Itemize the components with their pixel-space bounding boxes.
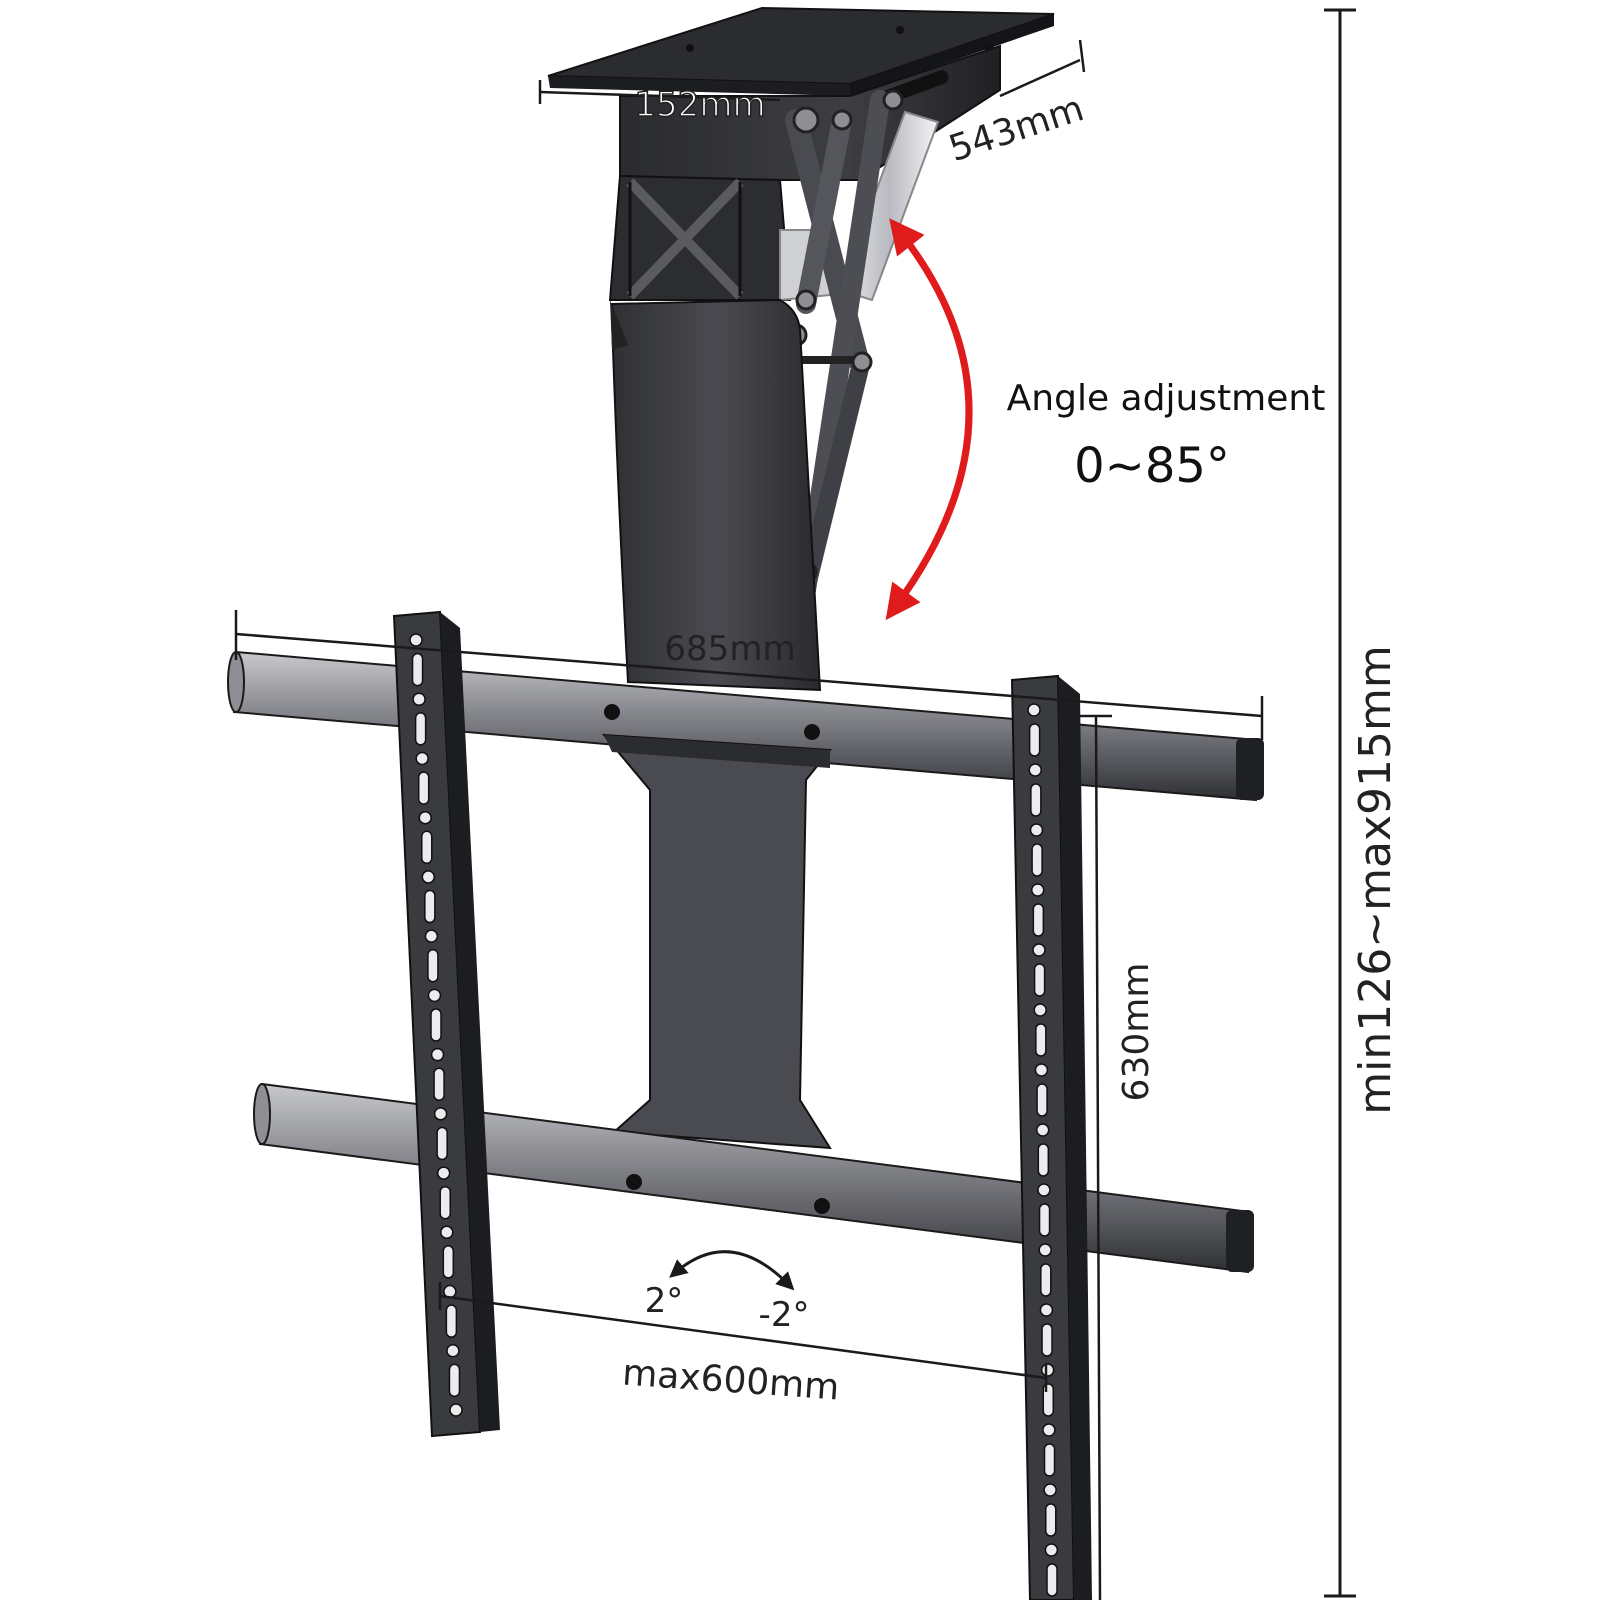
left-vesa-plate xyxy=(392,610,500,1438)
dimension-plate-height: 630mm xyxy=(1080,714,1157,1600)
mounting-hole xyxy=(436,1166,451,1180)
mounting-hole xyxy=(430,1047,445,1062)
mounting-hole xyxy=(1033,963,1046,997)
mounting-hole xyxy=(449,1403,463,1417)
mounting-hole xyxy=(1037,1143,1050,1177)
mounting-hole xyxy=(1037,1183,1051,1197)
mounting-hole xyxy=(448,1363,461,1398)
swivel-right-label: -2° xyxy=(759,1295,810,1335)
mounting-hole xyxy=(1040,1263,1052,1297)
mounting-hole xyxy=(1041,1323,1053,1357)
mounting-hole xyxy=(1032,943,1046,957)
swivel-left-label: 2° xyxy=(645,1281,684,1321)
mounting-hole xyxy=(1031,843,1043,877)
mounting-hole xyxy=(1038,1203,1051,1237)
mounting-hole xyxy=(1028,763,1042,777)
mounting-hole xyxy=(421,830,433,865)
mounting-hole xyxy=(1027,703,1041,717)
dimension-total-height: min126~max915mm xyxy=(1324,8,1401,1598)
mounting-hole xyxy=(427,988,442,1003)
dimension-plate-width: 152mm xyxy=(538,80,781,126)
mounting-hole xyxy=(430,1008,442,1042)
mounting-hole xyxy=(1033,1003,1047,1017)
mounting-hole xyxy=(424,889,436,924)
mounting-hole xyxy=(1040,1363,1055,1377)
bottom-crossbar xyxy=(253,1082,1254,1274)
label-630mm: 630mm xyxy=(1116,963,1157,1102)
right-vesa-plate xyxy=(1010,674,1092,1600)
mounting-hole xyxy=(433,1107,448,1121)
mounting-hole xyxy=(1030,883,1045,897)
mounting-hole xyxy=(1035,1023,1047,1057)
mounting-hole xyxy=(1036,1083,1048,1117)
mounting-hole xyxy=(445,1304,458,1338)
mounting-hole xyxy=(433,1067,445,1101)
mounting-hole xyxy=(1032,903,1045,937)
label-total-height: min126~max915mm xyxy=(1350,645,1401,1114)
main-arm xyxy=(610,298,822,692)
mounting-hole xyxy=(414,712,427,746)
mounting-hole xyxy=(412,692,426,706)
mounting-hole xyxy=(427,949,439,983)
mounting-hole xyxy=(1043,1443,1056,1477)
angle-adjustment-arrow xyxy=(885,218,973,621)
mounting-hole xyxy=(1039,1303,1054,1317)
dimension-vesa-width: max600mm xyxy=(438,1282,1048,1409)
link-arms xyxy=(784,89,904,600)
swivel-arrow xyxy=(669,1250,795,1291)
mounting-hole xyxy=(1042,1423,1056,1437)
mounting-hole xyxy=(1038,1243,1052,1257)
mounting-hole xyxy=(417,771,430,805)
mounting-hole xyxy=(436,1126,448,1161)
label-685mm: 685mm xyxy=(664,629,795,669)
mounting-hole xyxy=(421,870,436,884)
dimension-bar-width: 685mm xyxy=(234,610,1264,740)
mounting-hole xyxy=(442,1245,455,1279)
mounting-hole xyxy=(1043,1483,1057,1497)
mounting-hole xyxy=(418,810,432,825)
top-crossbar xyxy=(227,650,1264,802)
mounting-hole xyxy=(446,1344,460,1358)
mounting-hole xyxy=(1035,1123,1050,1137)
mounting-hole xyxy=(409,633,423,647)
mounting-hole xyxy=(439,1185,451,1220)
mounting-hole xyxy=(411,652,424,687)
ceiling-plate xyxy=(547,6,1055,96)
mounting-hole xyxy=(1045,1503,1057,1537)
mounting-hole xyxy=(1029,823,1044,837)
label-152mm: 152mm xyxy=(634,85,765,125)
arm-lower-section xyxy=(601,704,832,1150)
mounting-hole xyxy=(1030,783,1042,817)
label-max600mm: max600mm xyxy=(621,1352,841,1408)
mounting-hole xyxy=(1046,1563,1058,1597)
mounting-hole xyxy=(1034,1063,1049,1077)
mounting-hole xyxy=(415,751,429,766)
mounting-hole xyxy=(1044,1543,1059,1557)
pivot-bolt xyxy=(792,106,820,134)
angle-adjustment-range: 0~85° xyxy=(1074,438,1230,494)
angle-adjustment-title: Angle adjustment xyxy=(1007,378,1326,419)
mounting-hole xyxy=(424,929,439,943)
mounting-hole xyxy=(1028,723,1041,757)
mounting-hole xyxy=(440,1225,454,1240)
